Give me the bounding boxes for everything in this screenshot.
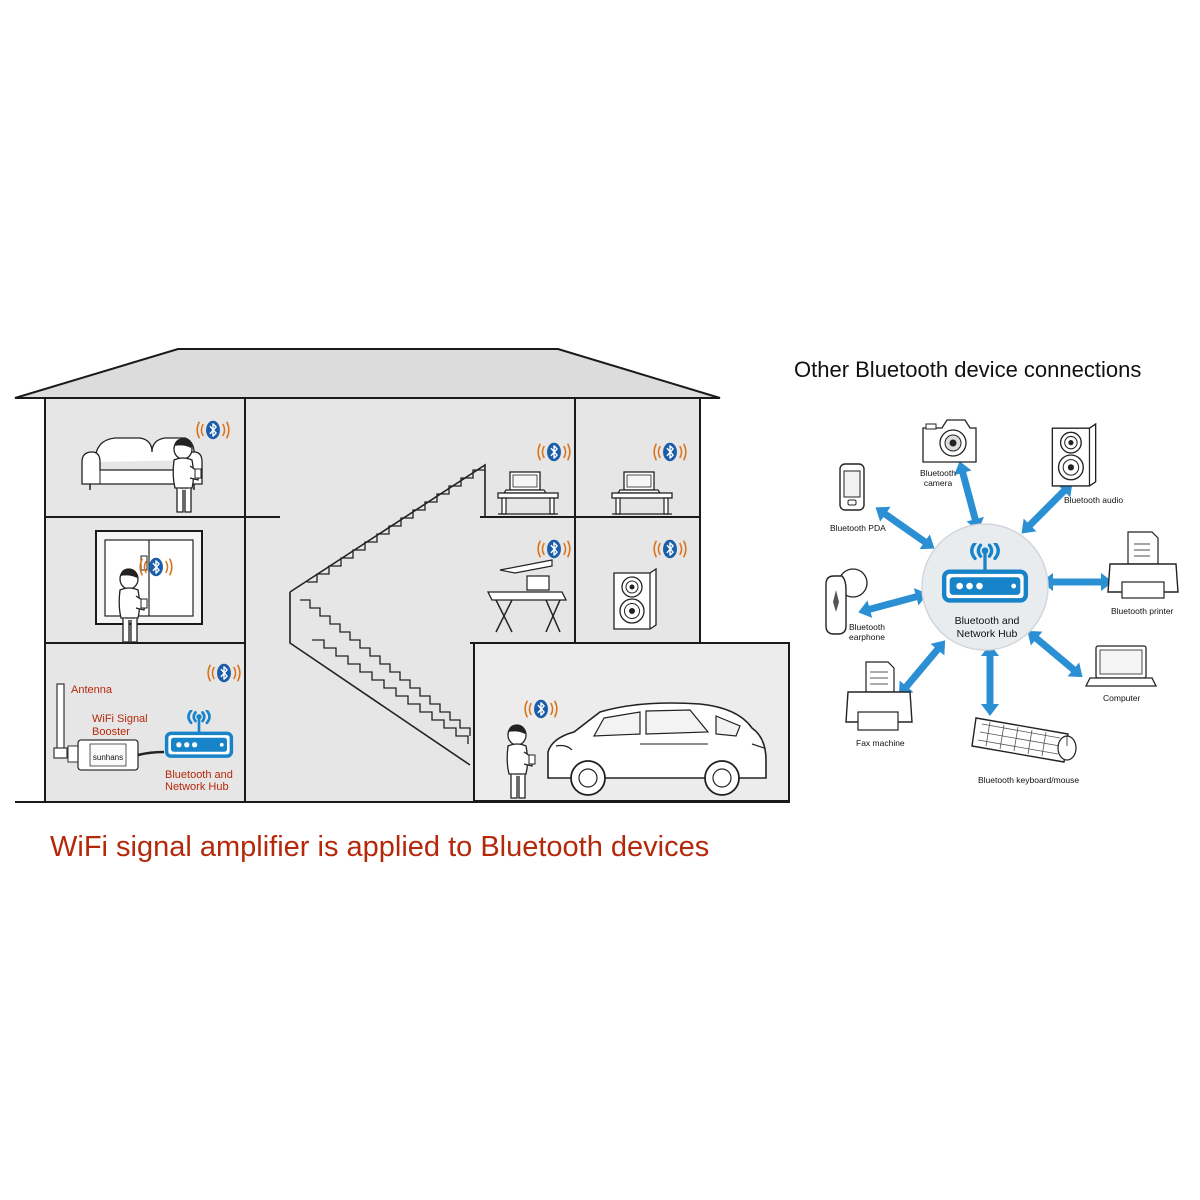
booster-label-line2: Booster [92,726,130,738]
house-illustration: sunhans Antenna WiFi Signal Booster Blue… [14,348,790,803]
earphone-icon [825,568,868,635]
pda-icon [839,463,865,511]
device-label-pda: Bluetooth PDA [830,523,886,533]
bluetooth-network-diagram: Other Bluetooth device connections Bluet… [794,357,1179,785]
device-label-fax: Fax machine [856,738,905,748]
device-label-earphone-line2: earphone [849,632,885,642]
arrow-keyboard [981,644,999,716]
house-roof [14,348,721,399]
booster-brand-label: sunhans [93,753,123,762]
computer-table [486,559,568,633]
arrow-computer [1021,623,1089,685]
device-label-computer: Computer [1103,693,1140,703]
device-label-camera-line2: camera [924,478,953,488]
audio-speaker-icon [1051,423,1097,487]
device-label-camera-line1: Bluetooth [920,468,956,478]
computer-icon [1084,645,1158,687]
arrow-camera [950,458,988,534]
car [547,702,767,796]
keyboard-mouse-icon [971,717,1077,763]
speaker [613,568,657,630]
device-label-keyboard: Bluetooth keyboard/mouse [978,775,1079,785]
camera-icon [922,419,977,463]
device-label-audio: Bluetooth audio [1064,495,1123,505]
arrow-earphone [855,584,931,622]
printer-icon [1107,531,1179,599]
booster-label-line1: WiFi Signal [92,713,148,725]
staircase [289,463,486,766]
network-title: Other Bluetooth device connections [794,357,1141,382]
arrow-printer [1041,573,1113,591]
house-caption: WiFi signal amplifier is applied to Blue… [50,831,709,863]
fax-machine-icon [845,661,913,731]
antenna-label: Antenna [71,684,113,696]
device-label-printer: Bluetooth printer [1111,606,1174,616]
network-hub-label-line1: Bluetooth and [955,615,1020,627]
wifi-signal-booster-device [53,683,165,771]
hub-label-line2: Network Hub [165,781,229,793]
hub-label-line1: Bluetooth and [165,769,233,781]
device-label-earphone-line1: Bluetooth [849,622,885,632]
network-hub-label-line2: Network Hub [957,628,1018,640]
window [95,530,203,625]
